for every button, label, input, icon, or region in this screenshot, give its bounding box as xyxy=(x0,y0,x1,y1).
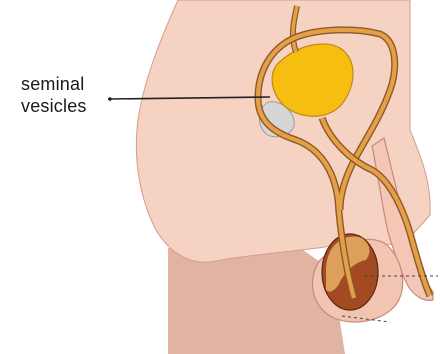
label-line-1: seminal xyxy=(21,73,121,95)
seminal-vesicles-label: seminal vesicles xyxy=(21,73,121,117)
label-line-2: vesicles xyxy=(21,95,121,117)
